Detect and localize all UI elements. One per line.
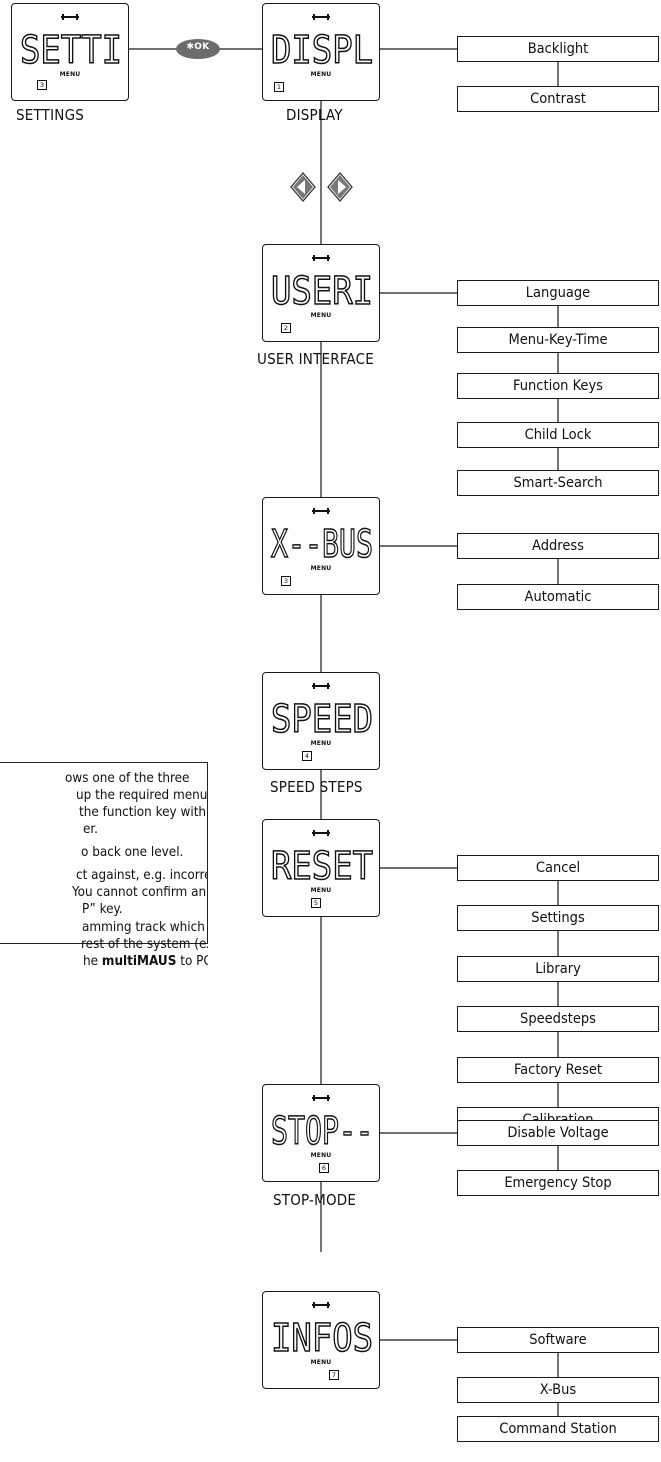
wrench-icon [312,508,330,514]
note-line: ct against, e.g. incorrect [76,868,207,883]
svg-text:X--BUS: X--BUS [271,522,373,566]
lcd-text-reset: RESET [270,843,374,888]
menu-label: MENU [310,71,332,78]
lcd-screen-user-interface: USERI MENU 2 [262,244,380,342]
note-line: You cannot confirm an [72,885,207,900]
menu-label: MENU [59,71,81,78]
svg-text:RESET: RESET [271,844,373,888]
wrench-icon [312,14,330,20]
wrench-icon [312,830,330,836]
menu-number: 1 [274,82,284,92]
option-disable-voltage[interactable]: Disable Voltage [457,1120,659,1146]
menu-label: MENU [310,565,332,572]
note-line: er. [83,822,98,837]
option-automatic[interactable]: Automatic [457,584,659,610]
lcd-screen-display: DISPL MENU 1 [262,3,380,101]
svg-text:STOP--: STOP-- [271,1109,373,1153]
wrench-icon [312,1302,330,1308]
menu-number: 3 [37,80,47,90]
menu-number: 3 [281,576,291,586]
lcd-text-stop-mode: STOP-- [270,1108,374,1153]
option-contrast[interactable]: Contrast [457,86,659,112]
lcd-screen-x-bus: X--BUS MENU 3 [262,497,380,595]
option-child-lock[interactable]: Child Lock [457,422,659,448]
caption-speed-steps: SPEED STEPS [270,778,363,796]
option-menu-key-time[interactable]: Menu-Key-Time [457,327,659,353]
option-settings[interactable]: Settings [457,905,659,931]
note-line: amming track which is [82,920,208,935]
note-line: ows one of the three [65,771,190,786]
note-line-multimaus: he multiMAUS to POM [83,954,208,969]
lcd-text-settings: SETTI [19,27,123,72]
lcd-screen-speed-steps: SPEED MENU 4 [262,672,380,770]
wrench-icon [312,1095,330,1101]
ok-button-label: ✱OK [186,42,210,52]
wrench-icon [312,683,330,689]
wrench-icon [312,255,330,261]
wrench-icon [61,14,79,20]
menu-label: MENU [310,1359,332,1366]
caption-display: DISPLAY [286,106,343,124]
lcd-screen-infos: INFOS MENU 7 [262,1291,380,1389]
svg-text:DISPL: DISPL [271,28,373,72]
lcd-text-display: DISPL [270,27,374,72]
caption-stop-mode: STOP-MODE [273,1191,357,1209]
menu-number: 6 [319,1163,329,1173]
multimaus-brand: multiMAUS [101,954,177,969]
option-speedsteps[interactable]: Speedsteps [457,1006,659,1032]
option-library[interactable]: Library [457,956,659,982]
right-arrow-key-icon[interactable] [326,171,354,203]
option-emergency-stop[interactable]: Emergency Stop [457,1170,659,1196]
note-line: o back one level. [81,845,184,860]
lcd-screen-reset: RESET MENU 5 [262,819,380,917]
caption-user-interface: USER INTERFACE [257,350,374,368]
info-note-box-lower: amming track which is rest of the system… [0,920,208,976]
option-command-station[interactable]: Command Station [457,1416,659,1442]
lcd-text-infos: INFOS [270,1315,374,1360]
note-line: up the required menu [76,788,208,803]
option-address[interactable]: Address [457,533,659,559]
menu-label: MENU [310,1152,332,1159]
lcd-text-speed-steps: SPEED [270,696,374,741]
lcd-screen-settings: SETTI MENU 3 [11,3,129,101]
svg-text:USERI: USERI [271,269,373,313]
note-line: the function key with [79,805,207,820]
menu-label: MENU [310,887,332,894]
option-backlight[interactable]: Backlight [457,36,659,62]
lcd-text-user-interface: USERI [270,268,374,313]
menu-label: MENU [310,740,332,747]
option-factory-reset[interactable]: Factory Reset [457,1057,659,1083]
menu-number: 2 [281,323,291,333]
option-function-keys[interactable]: Function Keys [457,373,659,399]
info-note-box: ows one of the three up the required men… [0,762,208,944]
option-smart-search[interactable]: Smart-Search [457,470,659,496]
svg-text:INFOS: INFOS [271,1316,373,1360]
option-language[interactable]: Language [457,280,659,306]
menu-label: MENU [310,312,332,319]
menu-number: 5 [311,898,321,908]
note-line: P” key. [82,902,123,917]
option-software[interactable]: Software [457,1327,659,1353]
lcd-screen-stop-mode: STOP-- MENU 6 [262,1084,380,1182]
option-cancel[interactable]: Cancel [457,855,659,881]
note-line: rest of the system (ex- [81,937,208,952]
svg-text:SPEED: SPEED [271,697,373,741]
svg-text:SETTI: SETTI [20,28,122,72]
menu-number: 7 [329,1370,339,1380]
left-arrow-key-icon[interactable] [289,171,317,203]
ok-button[interactable]: ✱OK [176,39,220,59]
caption-settings: SETTINGS [16,106,85,124]
menu-number: 4 [302,751,312,761]
lcd-text-x-bus: X--BUS [270,521,374,566]
option-x-bus[interactable]: X-Bus [457,1377,659,1403]
